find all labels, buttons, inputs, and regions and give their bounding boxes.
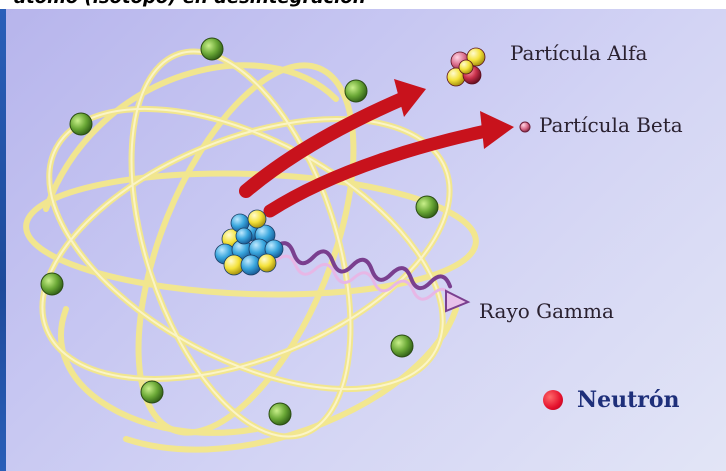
neutron-legend: Neutrón [543, 387, 680, 413]
gamma-ray-label: Rayo Gamma [479, 299, 614, 323]
electron [416, 196, 438, 218]
electron [269, 403, 291, 425]
alpha-particle-label: Partícula Alfa [510, 41, 647, 65]
top-caption: átomo (isótopo) en desintegración [14, 0, 366, 8]
alpha-particle-icon [447, 48, 485, 86]
beta-particle-label: Partícula Beta [539, 113, 683, 137]
electron [391, 335, 413, 357]
top-caption-strip: átomo (isótopo) en desintegración [0, 0, 726, 9]
nucleus [215, 210, 283, 275]
beta-particle-icon [520, 122, 530, 132]
electron [201, 38, 223, 60]
neutron-legend-icon [543, 390, 563, 410]
electron [141, 381, 163, 403]
electron [345, 80, 367, 102]
atom-panel: Partícula Alfa Partícula Beta Rayo Gamma… [6, 9, 726, 471]
electron [41, 273, 63, 295]
neutron-legend-label: Neutrón [577, 387, 680, 413]
electron [70, 113, 92, 135]
